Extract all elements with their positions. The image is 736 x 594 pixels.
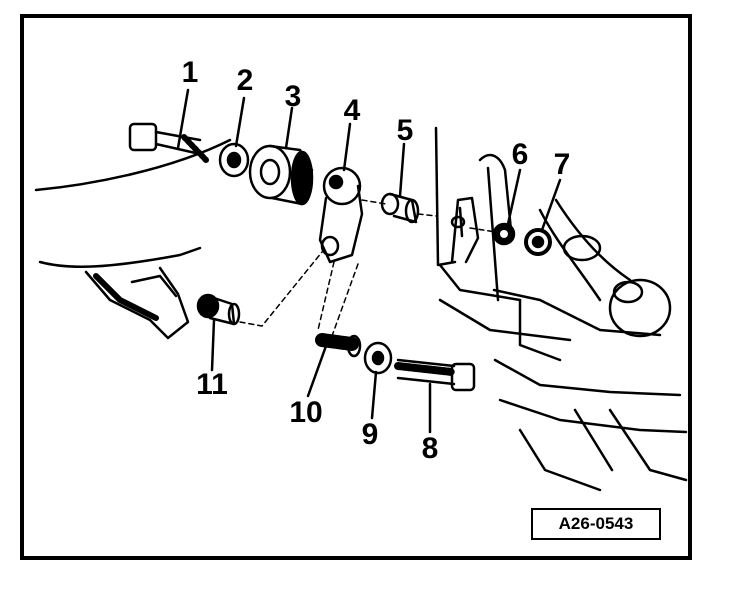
part-2-washer — [218, 142, 250, 178]
assembly-guide-lines — [239, 199, 497, 337]
callout-number-11: 11 — [196, 368, 228, 401]
callout-number-7: 7 — [553, 148, 571, 181]
part-6-washer — [492, 222, 516, 246]
diagram-frame — [20, 14, 692, 560]
part-8-bolt — [394, 358, 476, 392]
callout-number-5: 5 — [396, 114, 414, 147]
part-4-lever — [318, 166, 364, 264]
callout-number-8: 8 — [421, 432, 439, 465]
callout-number-9: 9 — [361, 418, 379, 451]
callout-number-6: 6 — [511, 138, 529, 171]
part-11-sleeve — [196, 293, 241, 326]
callout-number-4: 4 — [343, 94, 361, 127]
part-5-sleeve — [380, 192, 420, 224]
callout-number-1: 1 — [181, 56, 199, 89]
part-9-washer — [363, 341, 393, 375]
left-housing-panel — [34, 138, 232, 340]
part-10-threaded-bushing — [315, 333, 362, 358]
part-7-nut — [524, 228, 552, 256]
callout-number-2: 2 — [236, 64, 254, 97]
callout-leader-lines — [176, 88, 562, 434]
pedal-mounting-bracket — [434, 126, 688, 492]
part-3-bushing — [248, 144, 314, 206]
figure-reference-code: A26-0543 — [531, 508, 661, 540]
callout-number-10: 10 — [289, 396, 323, 429]
callout-number-3: 3 — [284, 80, 302, 113]
